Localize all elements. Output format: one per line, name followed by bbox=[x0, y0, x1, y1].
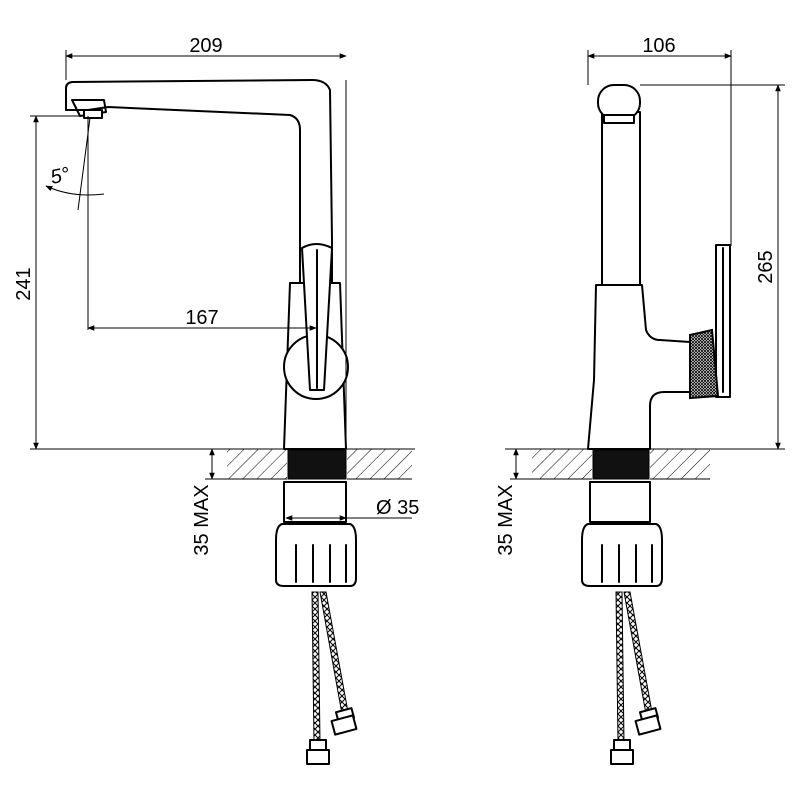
front-hose-fitting-left bbox=[309, 739, 327, 751]
front-hose-nut-left bbox=[306, 749, 330, 765]
front-view: 209 241 167 5° 35 MAX bbox=[13, 35, 419, 765]
dim-width-overall: 209 bbox=[65, 35, 347, 449]
side-shank bbox=[592, 449, 650, 480]
dim-reach: 167 bbox=[87, 116, 317, 331]
side-hose-left bbox=[615, 591, 625, 743]
dim-diameter-label: Ø 35 bbox=[376, 497, 419, 519]
side-spout-column bbox=[601, 111, 641, 288]
dim-209-label: 209 bbox=[189, 35, 222, 57]
dim-35-max-side-label: 35 MAX bbox=[495, 484, 517, 555]
side-mount-nut bbox=[581, 523, 663, 587]
dim-241-label: 241 bbox=[13, 267, 35, 300]
side-view: 106 265 35 MAX bbox=[495, 35, 785, 765]
side-hose-nut-right bbox=[634, 714, 662, 736]
front-shank bbox=[287, 449, 347, 480]
front-hose-left bbox=[311, 591, 321, 743]
side-hose-right bbox=[623, 591, 653, 715]
side-knurled-cartridge bbox=[689, 328, 720, 400]
side-spout-head bbox=[597, 84, 641, 120]
dim-counter-max-side: 35 MAX bbox=[495, 448, 532, 556]
dim-106-label: 106 bbox=[642, 35, 675, 57]
dim-counter-max-front: 35 MAX bbox=[191, 448, 227, 556]
side-mount-plate bbox=[589, 481, 651, 523]
side-hose-fitting-left bbox=[613, 739, 631, 751]
front-aerator bbox=[71, 99, 107, 117]
dim-265-label: 265 bbox=[755, 250, 777, 283]
front-mount-plate bbox=[283, 481, 347, 523]
side-base-body bbox=[587, 284, 691, 450]
dim-5-deg-label: 5° bbox=[48, 163, 71, 188]
front-aerator-tip bbox=[83, 109, 103, 119]
dim-depth: 106 bbox=[587, 35, 732, 246]
front-hose-right bbox=[319, 591, 349, 715]
dim-height-total: 265 bbox=[640, 84, 785, 450]
front-hose-nut-right bbox=[330, 714, 358, 736]
dim-angle: 5° bbox=[45, 117, 105, 211]
side-hose-nut-left bbox=[610, 749, 634, 765]
side-aerator bbox=[603, 114, 635, 124]
dim-167-label: 167 bbox=[185, 307, 218, 329]
front-mount-nut bbox=[275, 523, 357, 587]
dim-35-max-front-label: 35 MAX bbox=[191, 484, 213, 555]
front-countertop bbox=[30, 448, 415, 480]
dim-height-outlet: 241 bbox=[13, 115, 84, 450]
dim-thread-diameter: Ø 35 bbox=[285, 497, 419, 521]
